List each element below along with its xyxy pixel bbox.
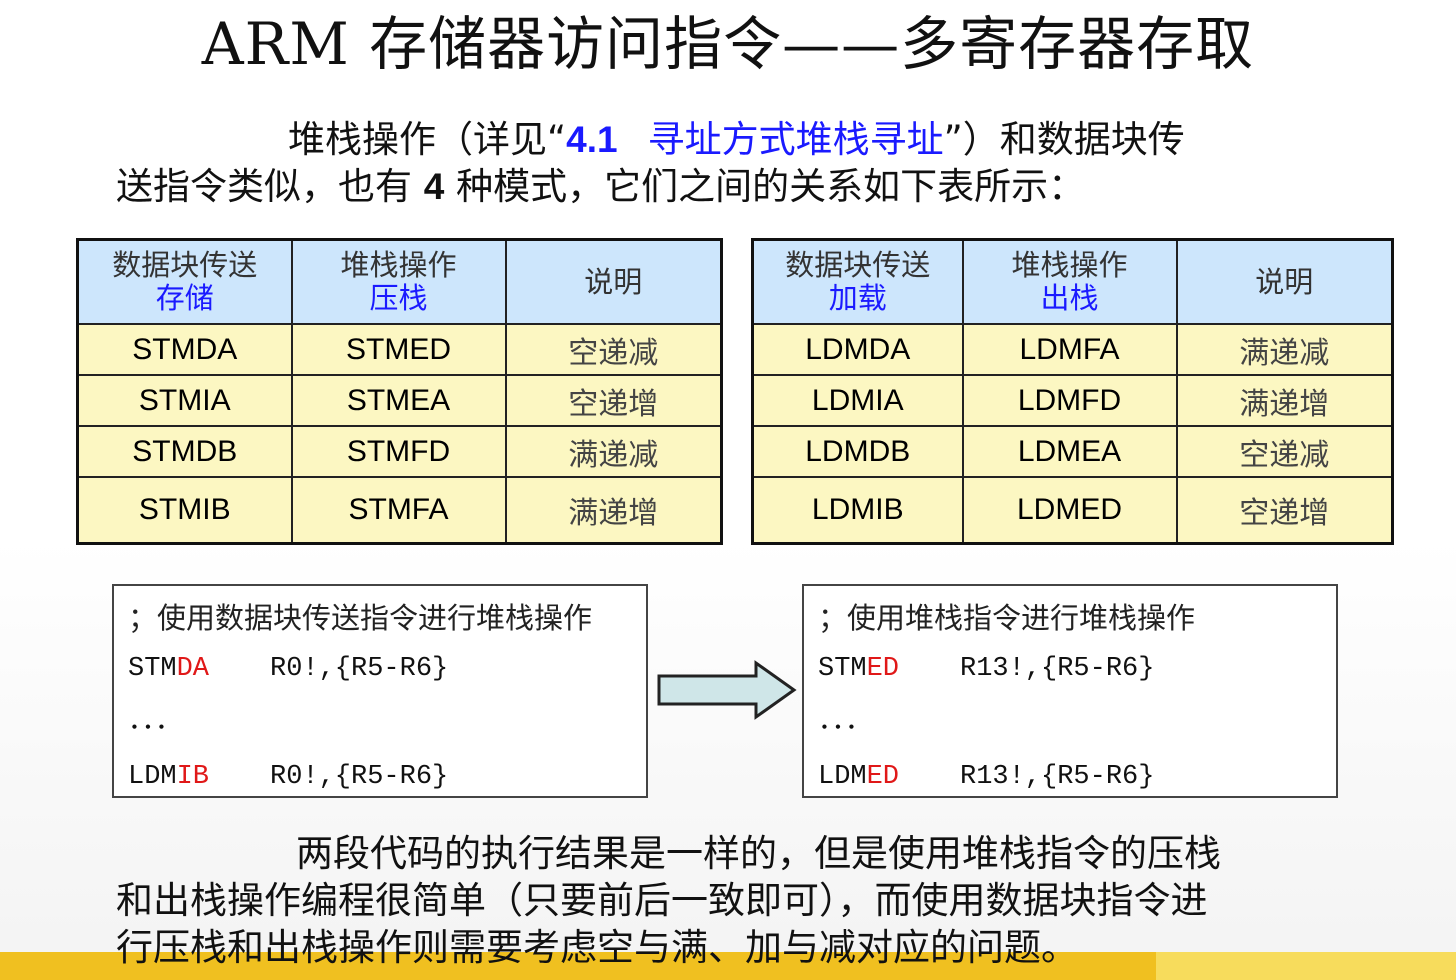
header-block-transfer: 数据块传送存储 <box>76 238 293 325</box>
table-cell: 空递减 <box>504 323 723 376</box>
table-cell: 空递减 <box>1175 425 1394 478</box>
table-cell: STMIA <box>76 374 293 427</box>
mode-suffix: ED <box>866 762 900 792</box>
code-comment: ；使用堆栈指令进行堆栈操作 <box>818 601 1196 635</box>
table-row: STMIA STMEA 空递增 <box>76 374 723 427</box>
table-cell: 空递增 <box>1175 476 1394 545</box>
table-cell: LDMED <box>961 476 1178 545</box>
table-header-row: 数据块传送加载 堆栈操作出栈 说明 <box>751 238 1394 325</box>
mode-suffix: ED <box>866 654 900 684</box>
table-cell: STMED <box>290 323 507 376</box>
table-cell: LDMDA <box>751 323 964 376</box>
table-cell: STMDA <box>76 323 293 376</box>
conclusion-line-2: 和出栈操作编程很简单（只要前后一致即可），而使用数据块指令进 <box>116 879 1208 922</box>
intro-text-3: 送指令类似，也有 <box>116 165 424 208</box>
table-row: LDMIA LDMFD 满递增 <box>751 374 1394 427</box>
header-block-transfer: 数据块传送加载 <box>751 238 964 325</box>
header-stack-op: 堆栈操作压栈 <box>290 238 507 325</box>
table-cell: STMDB <box>76 425 293 478</box>
table-cell: LDMDB <box>751 425 964 478</box>
slide-title: ARM 存储器访问指令——多寄存器存取 <box>201 10 1255 78</box>
table-cell: STMFA <box>290 476 507 545</box>
table-cell: STMIB <box>76 476 293 545</box>
conclusion-line-3: 行压栈和出栈操作则需要考虑空与满、加与减对应的问题。 <box>116 926 1078 969</box>
table-cell: 空递增 <box>504 374 723 427</box>
code-ellipsis: ．．． <box>818 708 872 738</box>
table-cell: LDMFD <box>961 374 1178 427</box>
table-cell: LDMEA <box>961 425 1178 478</box>
table-row: STMIB STMFA 满递增 <box>76 476 723 545</box>
table-cell: 满递增 <box>1175 374 1394 427</box>
mode-suffix: IB <box>176 762 210 792</box>
code-ellipsis: ．．． <box>128 708 182 738</box>
load-mode-table: 数据块传送加载 堆栈操作出栈 说明 LDMDA LDMFA 满递减 LDMIA … <box>751 238 1394 545</box>
intro-ref-number: 4.1 <box>566 119 618 160</box>
store-mode-table: 数据块传送存储 堆栈操作压栈 说明 STMDA STMED 空递减 STMIA … <box>76 238 723 545</box>
table-cell: 满递增 <box>504 476 723 545</box>
right-arrow-icon <box>657 660 797 720</box>
table-row: LDMIB LDMED 空递增 <box>751 476 1394 545</box>
intro-text-1: 堆栈操作（详见“ <box>288 118 567 161</box>
bottom-accent-bar <box>0 952 1456 980</box>
intro-mode-count: 4 <box>423 166 445 207</box>
mode-suffix: DA <box>176 654 210 684</box>
intro-text-4: 种模式，它们之间的关系如下表所示： <box>444 165 1086 208</box>
code-comment: ；使用数据块传送指令进行堆栈操作 <box>128 601 593 635</box>
table-header-row: 数据块传送存储 堆栈操作压栈 说明 <box>76 238 723 325</box>
table-cell: 满递减 <box>504 425 723 478</box>
header-stack-op: 堆栈操作出栈 <box>961 238 1178 325</box>
table-cell: STMEA <box>290 374 507 427</box>
table-row: LDMDB LDMEA 空递减 <box>751 425 1394 478</box>
intro-text-2: ”）和数据块传 <box>943 118 1185 161</box>
header-description: 说明 <box>504 238 723 325</box>
table-cell: LDMIB <box>751 476 964 545</box>
table-row: STMDA STMED 空递减 <box>76 323 723 376</box>
table-cell: LDMFA <box>961 323 1178 376</box>
intro-paragraph: 堆栈操作（详见“4.1 寻址方式堆栈寻址”）和数据块传 送指令类似，也有 4 种模… <box>116 116 1185 210</box>
conclusion-paragraph: 两段代码的执行结果是一样的，但是使用堆栈指令的压栈 和出栈操作编程很简单（只要前… <box>116 830 1221 971</box>
conclusion-line-1: 两段代码的执行结果是一样的，但是使用堆栈指令的压栈 <box>296 832 1221 875</box>
table-row: LDMDA LDMFA 满递减 <box>751 323 1394 376</box>
table-cell: LDMIA <box>751 374 964 427</box>
intro-ref-link[interactable]: 寻址方式堆栈寻址 <box>647 118 944 161</box>
table-cell: STMFD <box>290 425 507 478</box>
table-cell: 满递减 <box>1175 323 1394 376</box>
header-description: 说明 <box>1175 238 1394 325</box>
table-row: STMDB STMFD 满递减 <box>76 425 723 478</box>
